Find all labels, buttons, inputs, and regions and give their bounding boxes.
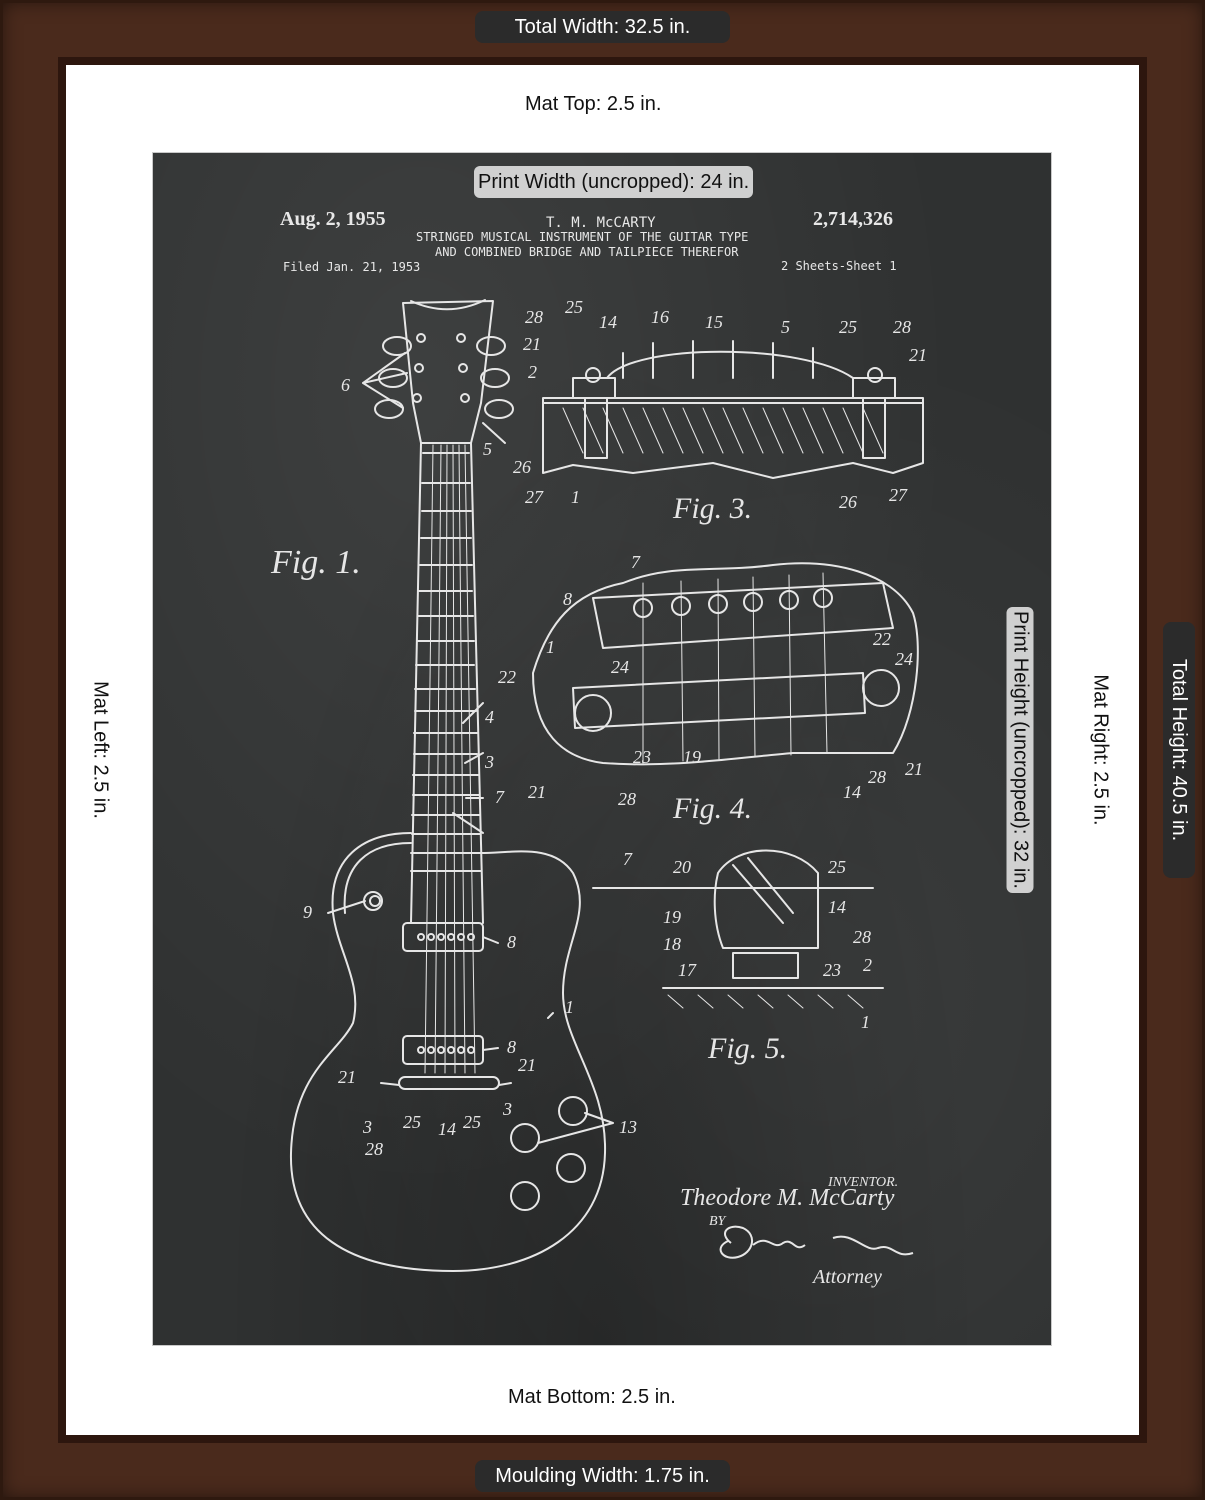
- svg-text:21: 21: [518, 1055, 536, 1075]
- svg-text:28: 28: [525, 307, 543, 327]
- svg-text:22: 22: [498, 667, 516, 687]
- patent-date: Aug. 2, 1955: [280, 208, 386, 230]
- svg-text:23: 23: [633, 747, 651, 767]
- svg-text:28: 28: [365, 1139, 383, 1159]
- svg-text:21: 21: [905, 759, 923, 779]
- svg-text:17: 17: [678, 960, 697, 980]
- patent-sheets: 2 Sheets-Sheet 1: [781, 259, 897, 273]
- svg-text:27: 27: [525, 487, 544, 507]
- svg-text:25: 25: [565, 297, 583, 317]
- svg-text:28: 28: [893, 317, 911, 337]
- svg-text:8: 8: [563, 589, 572, 609]
- svg-text:20: 20: [673, 857, 691, 877]
- svg-text:1: 1: [546, 637, 555, 657]
- mat-left-label: Mat Left: 2.5 in.: [89, 681, 112, 819]
- total-height-label: Total Height: 40.5 in.: [1163, 622, 1195, 878]
- svg-text:2: 2: [863, 955, 872, 975]
- svg-text:2: 2: [528, 362, 537, 382]
- svg-text:26: 26: [513, 457, 531, 477]
- svg-text:7: 7: [495, 787, 505, 807]
- svg-text:15: 15: [705, 312, 723, 332]
- svg-text:28: 28: [853, 927, 871, 947]
- svg-text:16: 16: [651, 307, 669, 327]
- svg-text:1: 1: [861, 1012, 870, 1032]
- svg-text:19: 19: [663, 907, 681, 927]
- fig4-outline: [532, 562, 919, 766]
- by-label: BY: [709, 1214, 728, 1229]
- svg-text:14: 14: [438, 1119, 456, 1139]
- mat-right-label: Mat Right: 2.5 in.: [1089, 674, 1112, 826]
- svg-text:19: 19: [683, 747, 701, 767]
- total-width-label: Total Width: 32.5 in.: [475, 11, 730, 43]
- patent-title-line1: STRINGED MUSICAL INSTRUMENT OF THE GUITA…: [416, 230, 749, 244]
- patent-inventor-header: T. M. McCARTY: [546, 215, 656, 231]
- svg-text:25: 25: [463, 1112, 481, 1132]
- fig5-label: Fig. 5.: [707, 1032, 787, 1065]
- inventor-name: Theodore M. McCarty: [680, 1185, 895, 1211]
- svg-text:4: 4: [485, 707, 494, 727]
- patent-print: Aug. 2, 1955 T. M. McCARTY 2,714,326 STR…: [152, 152, 1052, 1346]
- svg-text:24: 24: [611, 657, 629, 677]
- patent-filed-date: Filed Jan. 21, 1953: [283, 260, 421, 274]
- svg-text:13: 13: [619, 1117, 637, 1137]
- patent-title-line2: AND COMBINED BRIDGE AND TAILPIECE THEREF…: [435, 245, 739, 259]
- mat-bottom-label: Mat Bottom: 2.5 in.: [504, 1386, 680, 1409]
- svg-text:23: 23: [823, 960, 841, 980]
- fig3-label: Fig. 3.: [672, 492, 752, 525]
- svg-text:18: 18: [663, 934, 681, 954]
- svg-text:5: 5: [483, 439, 492, 459]
- patent-drawing: INVENTOR. Theodore M. McCarty BY Attorne…: [270, 297, 927, 1288]
- svg-text:3: 3: [362, 1117, 372, 1137]
- svg-text:28: 28: [618, 789, 636, 809]
- fig5-section: [713, 849, 819, 949]
- svg-text:21: 21: [909, 345, 927, 365]
- fig4-label: Fig. 4.: [672, 792, 752, 825]
- fig3-body-section: [542, 397, 924, 479]
- svg-text:3: 3: [502, 1099, 512, 1119]
- svg-text:8: 8: [507, 1037, 516, 1057]
- svg-text:5: 5: [781, 317, 790, 337]
- print-width-label: Print Width (uncropped): 24 in.: [474, 166, 754, 198]
- svg-text:7: 7: [631, 552, 641, 572]
- svg-text:1: 1: [565, 997, 574, 1017]
- svg-text:21: 21: [338, 1067, 356, 1087]
- svg-text:3: 3: [484, 752, 494, 772]
- svg-text:24: 24: [895, 649, 913, 669]
- print-height-label: Print Height (uncropped): 32 in.: [1006, 607, 1034, 893]
- guitar-body: [289, 832, 607, 1272]
- svg-text:6: 6: [341, 375, 350, 395]
- attorney-label: Attorney: [811, 1266, 882, 1288]
- svg-text:8: 8: [507, 932, 516, 952]
- inventor-label: INVENTOR.: [827, 1175, 898, 1190]
- chalkboard-texture: [153, 153, 1051, 1345]
- attorney-signature: [719, 1225, 914, 1259]
- svg-text:27: 27: [889, 485, 908, 505]
- svg-text:25: 25: [839, 317, 857, 337]
- fig1-label: Fig. 1.: [270, 544, 361, 581]
- svg-text:21: 21: [528, 782, 546, 802]
- svg-text:28: 28: [868, 767, 886, 787]
- svg-text:14: 14: [599, 312, 617, 332]
- svg-text:25: 25: [828, 857, 846, 877]
- svg-text:9: 9: [303, 902, 312, 922]
- svg-text:7: 7: [623, 849, 633, 869]
- svg-text:22: 22: [873, 629, 891, 649]
- mat-top-label: Mat Top: 2.5 in.: [521, 93, 666, 116]
- svg-text:26: 26: [839, 492, 857, 512]
- moulding-width-label: Moulding Width: 1.75 in.: [475, 1460, 730, 1492]
- patent-number: 2,714,326: [813, 208, 893, 230]
- svg-text:14: 14: [828, 897, 846, 917]
- svg-text:21: 21: [523, 334, 541, 354]
- svg-text:1: 1: [571, 487, 580, 507]
- svg-text:25: 25: [403, 1112, 421, 1132]
- reference-numerals: 6 5 4 3 7 9 8 8 1 13 21 21 3 3 25 14 25 …: [303, 297, 927, 1159]
- svg-text:14: 14: [843, 782, 861, 802]
